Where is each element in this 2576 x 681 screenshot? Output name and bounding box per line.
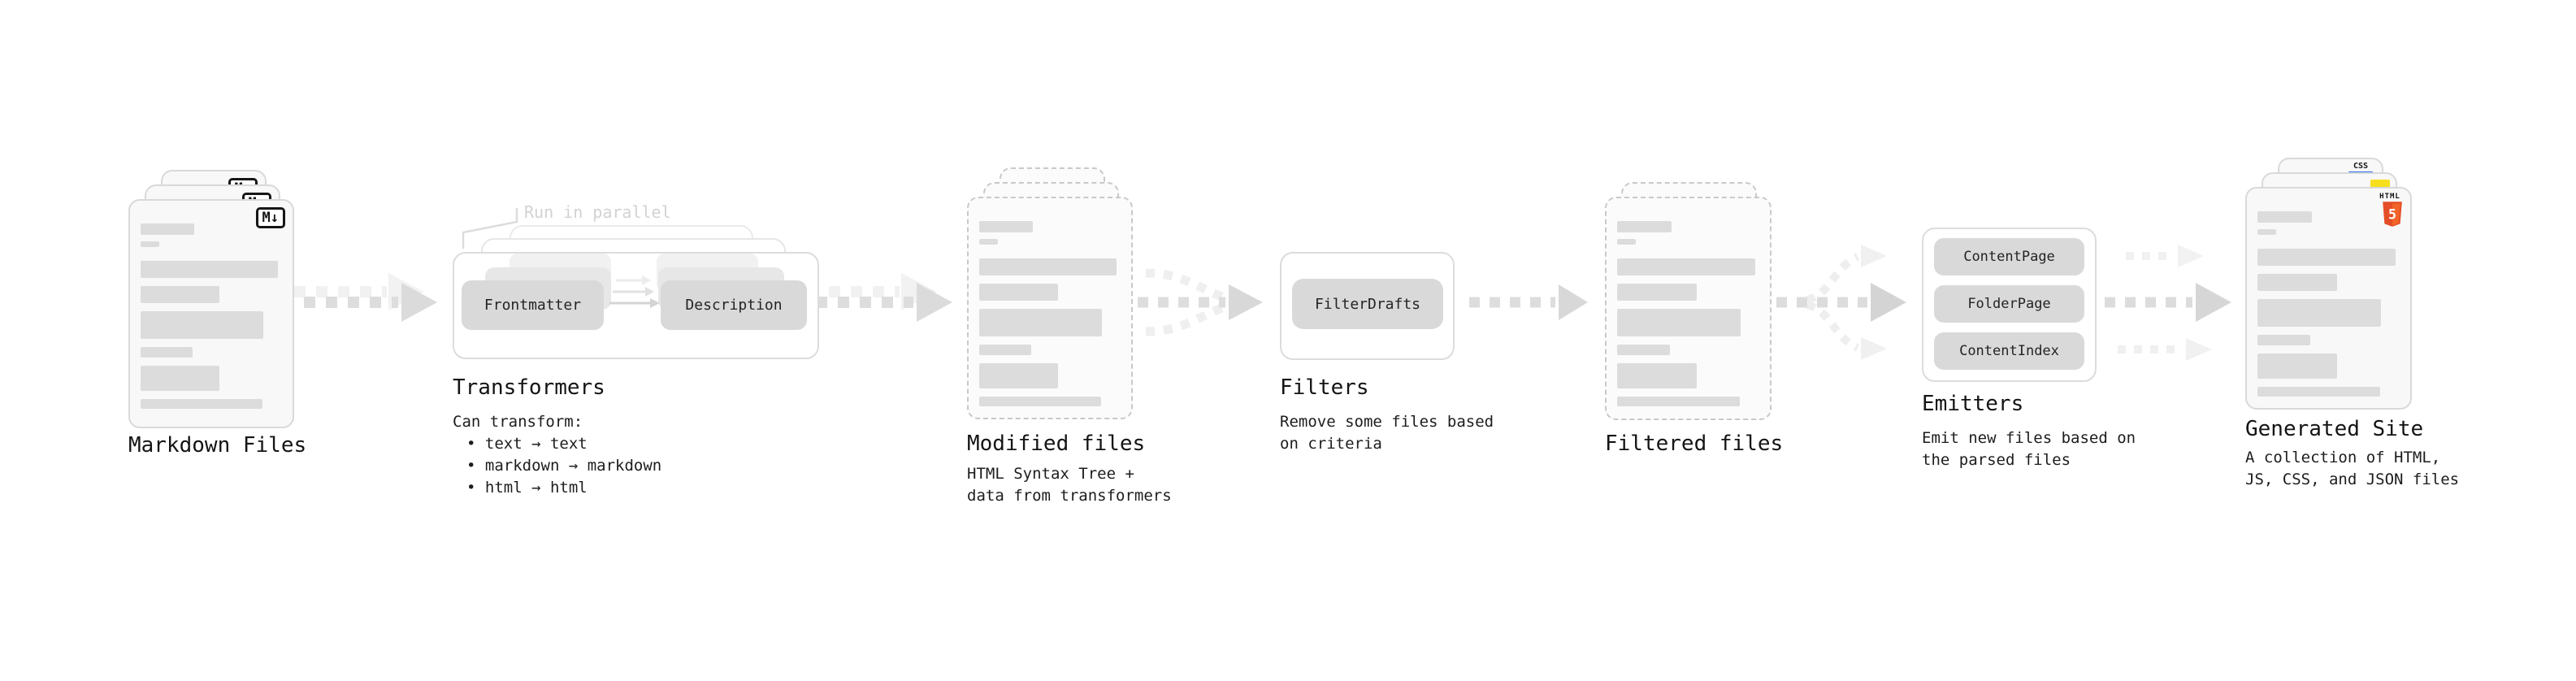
transformers-bullet: • text → text xyxy=(466,435,588,453)
placeholder-line xyxy=(1617,345,1670,355)
placeholder-line xyxy=(141,223,195,235)
placeholder-line xyxy=(2257,211,2312,223)
modified-file-card-front xyxy=(967,197,1133,419)
emitter-contentpage-box: ContentPage xyxy=(1934,238,2084,275)
arrow-modified-to-filters-icon xyxy=(1138,268,1263,336)
emitter-folderpage-box: FolderPage xyxy=(1934,285,2084,323)
transformers-bullet: • markdown → markdown xyxy=(466,457,662,475)
placeholder-line xyxy=(141,241,159,247)
html5-badge-word: HTML xyxy=(2379,193,2400,201)
placeholder-line xyxy=(979,284,1059,301)
arrow-filters-to-filtered-icon xyxy=(1469,284,1588,320)
html5-shield-icon: 5 xyxy=(2383,202,2402,227)
callout-line-icon xyxy=(462,208,518,249)
generated-site-desc-line: JS, CSS, and JSON files xyxy=(2245,471,2460,488)
placeholder-line xyxy=(979,239,998,245)
transformers-bullet: • html → html xyxy=(466,479,588,497)
transformers-title: Transformers xyxy=(453,375,605,400)
markdown-files-label: Markdown Files xyxy=(128,433,307,458)
markdown-file-card-front: M↓ xyxy=(128,199,294,428)
placeholder-line xyxy=(979,309,1103,336)
emitters-desc-line: the parsed files xyxy=(1922,451,2071,469)
placeholder-line xyxy=(141,347,193,358)
document-placeholder-lines xyxy=(141,223,282,417)
html5-file-icon: HTML 5 xyxy=(2376,193,2404,230)
arrow-markdown-to-transformers-icon xyxy=(294,273,437,322)
parallel-arrows-icon xyxy=(609,275,660,308)
filters-desc-line: Remove some files based xyxy=(1280,413,1494,431)
placeholder-line xyxy=(1617,221,1672,232)
placeholder-line xyxy=(2257,299,2382,327)
transformers-desc-heading: Can transform: xyxy=(453,413,583,431)
placeholder-line xyxy=(979,258,1117,275)
placeholder-line xyxy=(2257,229,2276,235)
placeholder-line xyxy=(1617,309,1741,336)
filters-desc-line: on criteria xyxy=(1280,435,1382,453)
filters-description: Remove some files based on criteria xyxy=(1280,411,1494,455)
modified-files-desc-line: data from transformers xyxy=(967,487,1172,505)
placeholder-line xyxy=(979,397,1101,406)
emitters-description: Emit new files based on the parsed files xyxy=(1922,427,2136,471)
modified-files-desc-line: HTML Syntax Tree + xyxy=(967,465,1134,483)
placeholder-line xyxy=(979,221,1034,232)
transformers-description: Can transform: • text → text • markdown … xyxy=(453,411,661,499)
filters-title: Filters xyxy=(1280,375,1369,400)
emitters-desc-line: Emit new files based on xyxy=(1922,429,2136,447)
filtered-files-label: Filtered files xyxy=(1605,432,1784,456)
transformer-frontmatter-box: Frontmatter xyxy=(462,280,604,330)
placeholder-line xyxy=(141,261,278,278)
run-in-parallel-label: Run in parallel xyxy=(524,202,671,222)
css-badge-label: CSS xyxy=(2353,162,2369,171)
placeholder-line xyxy=(2257,387,2380,397)
filter-drafts-box: FilterDrafts xyxy=(1292,279,1443,329)
placeholder-line xyxy=(979,363,1059,388)
placeholder-line xyxy=(2257,274,2337,291)
placeholder-line xyxy=(1617,284,1697,301)
document-placeholder-lines xyxy=(2257,211,2400,398)
placeholder-line xyxy=(2257,354,2337,379)
placeholder-line xyxy=(141,311,264,339)
transformer-description-box: Description xyxy=(661,280,807,330)
modified-files-label: Modified files xyxy=(967,432,1146,456)
markdown-icon: M↓ xyxy=(255,207,285,228)
generated-site-desc-line: A collection of HTML, xyxy=(2245,449,2441,466)
placeholder-line xyxy=(1617,258,1755,275)
filtered-file-card-front xyxy=(1605,197,1772,420)
arrow-transformers-to-modified-icon xyxy=(807,273,952,322)
placeholder-line xyxy=(1617,363,1697,388)
placeholder-line xyxy=(1617,397,1740,406)
arrow-emitters-to-site-icon xyxy=(2105,245,2231,361)
emitter-contentindex-box: ContentIndex xyxy=(1934,332,2084,370)
arrow-filtered-to-emitters-icon xyxy=(1776,245,1906,360)
placeholder-line xyxy=(141,286,220,303)
placeholder-line xyxy=(141,399,262,409)
modified-files-description: HTML Syntax Tree + data from transformer… xyxy=(967,463,1172,507)
placeholder-line xyxy=(2257,249,2396,266)
document-placeholder-lines xyxy=(1617,221,1759,409)
placeholder-line xyxy=(2257,335,2310,345)
placeholder-line xyxy=(141,366,220,391)
placeholder-line xyxy=(979,345,1032,355)
svg-text:5: 5 xyxy=(2388,206,2396,222)
site-file-card-front: HTML 5 xyxy=(2245,187,2412,410)
emitters-title: Emitters xyxy=(1922,392,2024,416)
generated-site-description: A collection of HTML, JS, CSS, and JSON … xyxy=(2245,447,2459,491)
document-placeholder-lines xyxy=(979,221,1121,408)
placeholder-line xyxy=(1617,239,1636,245)
generated-site-label: Generated Site xyxy=(2245,417,2424,441)
